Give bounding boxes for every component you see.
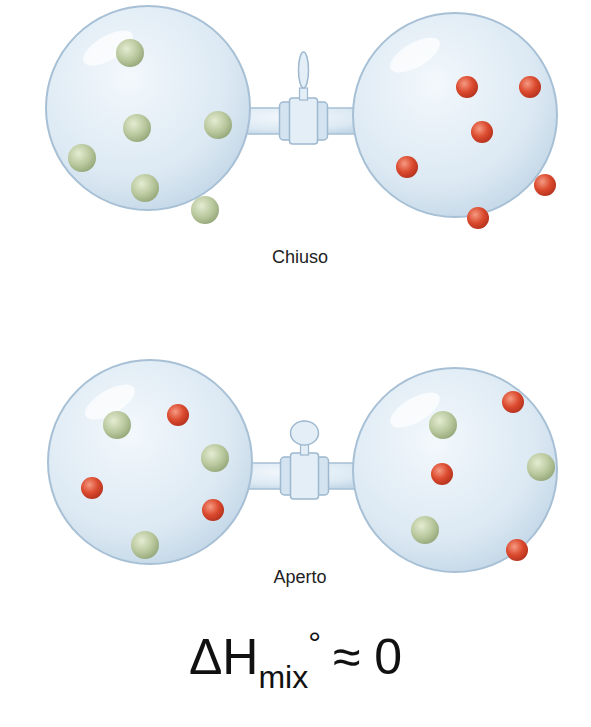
enthalpy-formula: ΔHmix°≈ 0 [0,628,591,686]
green-molecule [201,444,229,472]
green-molecule [131,531,159,559]
green-molecule [527,453,555,481]
glass-flask [353,13,557,217]
red-molecule [471,121,493,143]
stopcock-plug [291,453,319,499]
red-molecule [167,404,189,426]
green-molecule [68,144,96,172]
red-molecule [431,463,453,485]
flask-pair [46,6,557,217]
stopcock-stem [300,88,308,100]
red-molecule [456,76,478,98]
green-molecule [103,411,131,439]
state-label: Aperto [273,567,326,588]
stopcock-plug [290,98,318,144]
red-molecule [202,499,224,521]
glass-flask [48,360,252,564]
green-molecule [411,516,439,544]
green-molecule [131,174,159,202]
formula-superscript: ° [308,625,321,661]
stopcock-handle [299,52,309,88]
state-label: Chiuso [272,247,328,268]
red-molecule [396,156,418,178]
green-molecule [191,196,219,224]
green-molecule [429,411,457,439]
formula-subscript: mix [258,659,308,695]
green-molecule [204,111,232,139]
red-molecule [81,477,103,499]
flask-pair [48,360,557,572]
glass-flask [353,368,557,572]
formula-symbol: ΔH [189,629,259,685]
green-molecule [116,39,144,67]
red-molecule [502,391,524,413]
formula-value: ≈ 0 [333,629,402,685]
red-molecule [506,539,528,561]
red-molecule [534,174,556,196]
red-molecule [519,76,541,98]
glass-highlight [385,31,445,80]
green-molecule [123,114,151,142]
red-molecule [467,207,489,229]
glass-flask [46,6,250,210]
stopcock-handle [291,421,319,445]
